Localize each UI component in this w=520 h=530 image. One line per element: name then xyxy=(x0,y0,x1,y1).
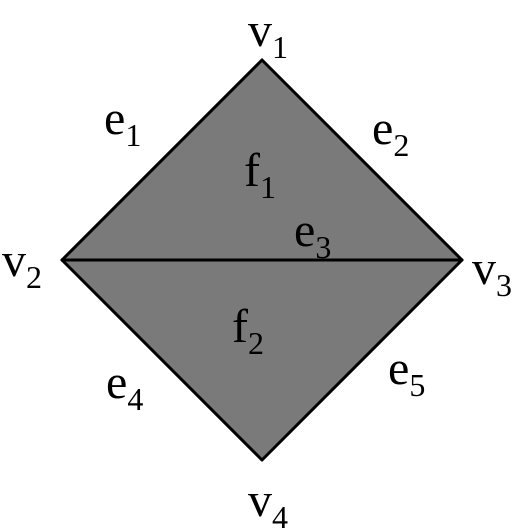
face-label-subscript: 2 xyxy=(248,325,264,361)
edge-label-e3: e3 xyxy=(294,204,331,265)
edge-label-e4: e4 xyxy=(106,356,143,417)
face-label-f2: f2 xyxy=(232,300,264,361)
edge-label-letter: e xyxy=(372,102,393,155)
edge-e4 xyxy=(60,258,264,462)
edge-label-subscript: 3 xyxy=(315,229,331,265)
edge-label-letter: e xyxy=(388,342,409,395)
vertex-label-letter: v xyxy=(2,234,26,287)
vertex-label-letter: v xyxy=(248,4,272,57)
vertex-label-subscript: 1 xyxy=(272,29,288,65)
faces-layer xyxy=(62,60,462,460)
vertex-label-subscript: 3 xyxy=(496,267,512,303)
edge-label-letter: e xyxy=(294,204,315,257)
face-f1 xyxy=(62,60,462,260)
face-label-subscript: 1 xyxy=(260,169,276,205)
edge-e5 xyxy=(260,258,464,462)
face-label-letter: f xyxy=(244,144,260,197)
edge-label-subscript: 1 xyxy=(125,117,141,153)
edge-e1 xyxy=(60,58,264,262)
edge-label-subscript: 5 xyxy=(409,367,425,403)
edge-label-letter: e xyxy=(106,356,127,409)
edge-label-subscript: 2 xyxy=(393,127,409,163)
face-f2 xyxy=(62,260,462,460)
vertex-label-v2: v2 xyxy=(2,234,42,295)
edge-label-e5: e5 xyxy=(388,342,425,403)
edge-label-letter: e xyxy=(104,92,125,145)
edge-label-e1: e1 xyxy=(104,92,141,153)
vertex-label-letter: v xyxy=(472,242,496,295)
edge-e2 xyxy=(260,58,464,262)
vertex-label-v1: v1 xyxy=(248,4,288,65)
vertex-label-subscript: 4 xyxy=(272,499,288,530)
edge-label-subscript: 4 xyxy=(127,381,143,417)
edge-label-e2: e2 xyxy=(372,102,409,163)
face-label-letter: f xyxy=(232,300,248,353)
vertex-label-letter: v xyxy=(248,474,272,527)
edges-layer xyxy=(60,58,464,462)
face-label-f1: f1 xyxy=(244,144,276,205)
vertex-label-v4: v4 xyxy=(248,474,288,530)
vertex-label-v3: v3 xyxy=(472,242,512,303)
vertex-label-subscript: 2 xyxy=(26,259,42,295)
